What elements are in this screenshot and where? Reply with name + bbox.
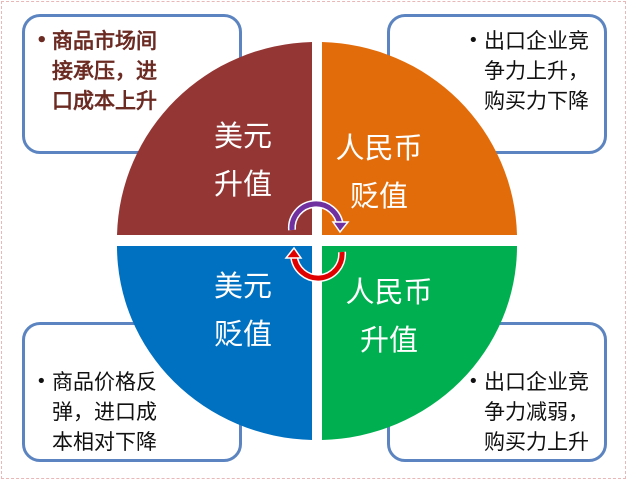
text-line: 弹，进口成 bbox=[52, 400, 157, 424]
text-line: 口成本上升 bbox=[52, 89, 157, 113]
quadrant-label-line: 贬值 bbox=[213, 317, 272, 351]
quadrant-label-line: 贬值 bbox=[349, 179, 408, 213]
quadrant-usd-up bbox=[117, 42, 312, 235]
quadrant-label-line: 升值 bbox=[213, 167, 272, 201]
quadrant-label-line: 人民币 bbox=[335, 131, 423, 165]
box-text-top-left: • 商品市场间 接承压，进 口成本上升 bbox=[36, 26, 202, 116]
text-line: 商品价格反 bbox=[52, 370, 157, 394]
quadrant-cny-down bbox=[322, 42, 517, 235]
label-usd-depreciation: 美元 贬值 bbox=[178, 262, 308, 358]
text-line: 接承压，进 bbox=[52, 59, 157, 83]
quadrant-usd-down bbox=[116, 246, 312, 440]
text-line: 争力减弱， bbox=[484, 400, 589, 424]
bullet-icon: • bbox=[468, 30, 479, 51]
text-line: 出口企业竞 bbox=[484, 370, 589, 394]
label-cny-appreciation: 人民币 升值 bbox=[324, 268, 454, 364]
bullet-icon: • bbox=[36, 371, 47, 392]
quadrant-label-line: 升值 bbox=[359, 323, 418, 357]
quadrant-label-line: 美元 bbox=[213, 269, 272, 303]
box-text-bottom-right: • 出口企业竞 争力减弱， 购买力上升 bbox=[468, 367, 627, 457]
text-line: 争力上升， bbox=[484, 59, 589, 83]
cycle-arrow-bottom-icon bbox=[284, 246, 347, 283]
quadrant-label-line: 人民币 bbox=[345, 275, 433, 309]
cycle-arrow-top-icon bbox=[287, 199, 350, 234]
text-line: 商品市场间 bbox=[52, 29, 157, 53]
text-line: 购买力下降 bbox=[484, 89, 589, 113]
bullet-icon: • bbox=[36, 30, 48, 51]
box-text-bottom-left: • 商品价格反 弹，进口成 本相对下降 bbox=[36, 367, 202, 457]
box-text-top-right: • 出口企业竞 争力上升， 购买力下降 bbox=[468, 26, 627, 116]
quadrant-label-line: 美元 bbox=[213, 119, 272, 153]
bullet-icon: • bbox=[468, 371, 479, 392]
text-line: 购买力上升 bbox=[484, 430, 589, 454]
text-line: 本相对下降 bbox=[52, 430, 157, 454]
text-line: 出口企业竞 bbox=[484, 29, 589, 53]
label-cny-depreciation: 人民币 贬值 bbox=[314, 124, 444, 220]
quadrant-cny-up bbox=[322, 246, 517, 440]
label-usd-appreciation: 美元 升值 bbox=[178, 112, 308, 208]
